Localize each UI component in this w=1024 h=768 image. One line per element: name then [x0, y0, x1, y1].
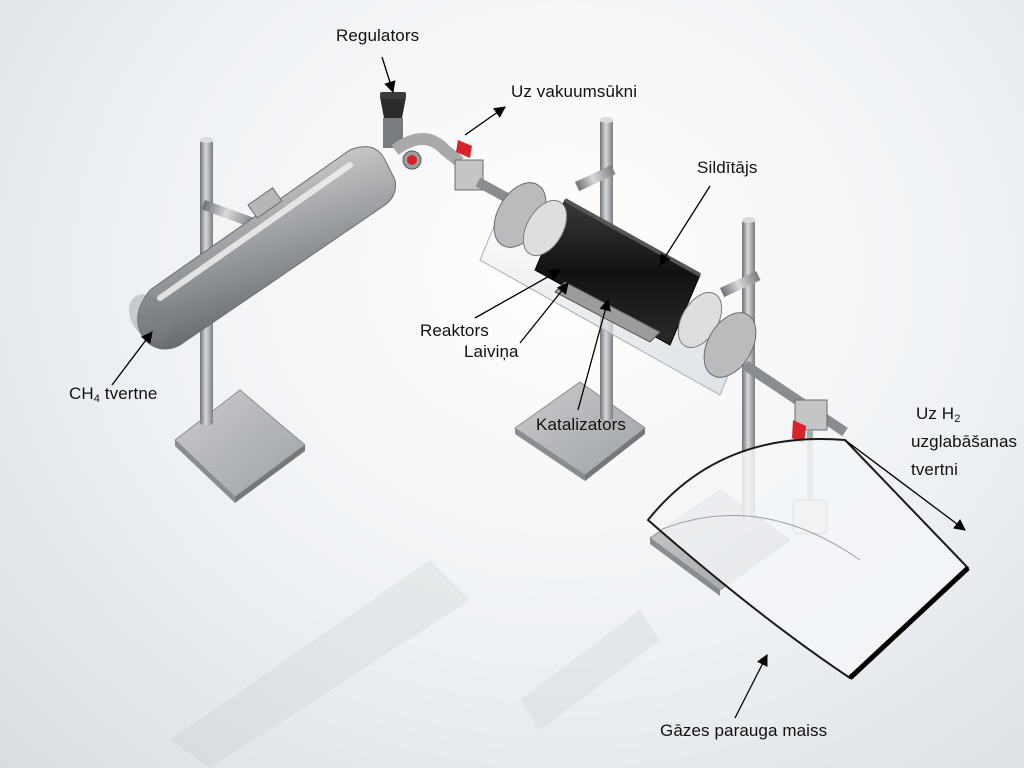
- label-catalyst: Katalizators: [536, 415, 627, 434]
- label-vacuum-pump: Uz vakuumsūkni: [511, 82, 638, 101]
- arrow-catalyst: [577, 298, 611, 411]
- label-regulators: Regulators: [336, 26, 420, 45]
- arrow-vacuum-pump: [464, 106, 506, 136]
- label-ch4-tank: CH4 tvertne: [69, 384, 157, 405]
- label-ch4-prefix: CH: [69, 384, 94, 403]
- arrow-reactor: [474, 269, 562, 319]
- arrow-regulators: [381, 56, 396, 94]
- label-boat: Laiviņa: [464, 342, 519, 361]
- arrow-ch4-tank: [111, 331, 153, 386]
- arrow-gas-bag: [734, 653, 768, 719]
- label-h2-prefix: Uz H: [916, 404, 955, 423]
- reactor-assembly: [479, 182, 757, 396]
- label-h2-subscript: 2: [954, 413, 961, 425]
- floor-reflection: [170, 560, 660, 768]
- label-ch4-subscript: 4: [93, 393, 100, 405]
- label-gas-bag: Gāzes parauga maiss: [660, 721, 828, 740]
- middle-stand: [514, 117, 646, 481]
- label-reactor: Reaktors: [420, 321, 489, 340]
- arrow-h2-storage: [844, 439, 966, 531]
- annotation-arrows: [111, 56, 966, 719]
- label-ch4-suffix: tvertne: [99, 384, 158, 403]
- arrow-boat: [519, 282, 569, 344]
- arrow-heater: [659, 185, 711, 266]
- label-h2-line1: Uz H2: [916, 404, 960, 425]
- label-h2-line2: uzglabāšanas: [911, 432, 1018, 451]
- label-heater: Sildītājs: [697, 158, 758, 177]
- gas-sample-bag: [646, 438, 970, 680]
- label-h2-line3: tvertni: [911, 460, 958, 479]
- regulator: [380, 92, 484, 191]
- ch4-tank: [129, 146, 396, 350]
